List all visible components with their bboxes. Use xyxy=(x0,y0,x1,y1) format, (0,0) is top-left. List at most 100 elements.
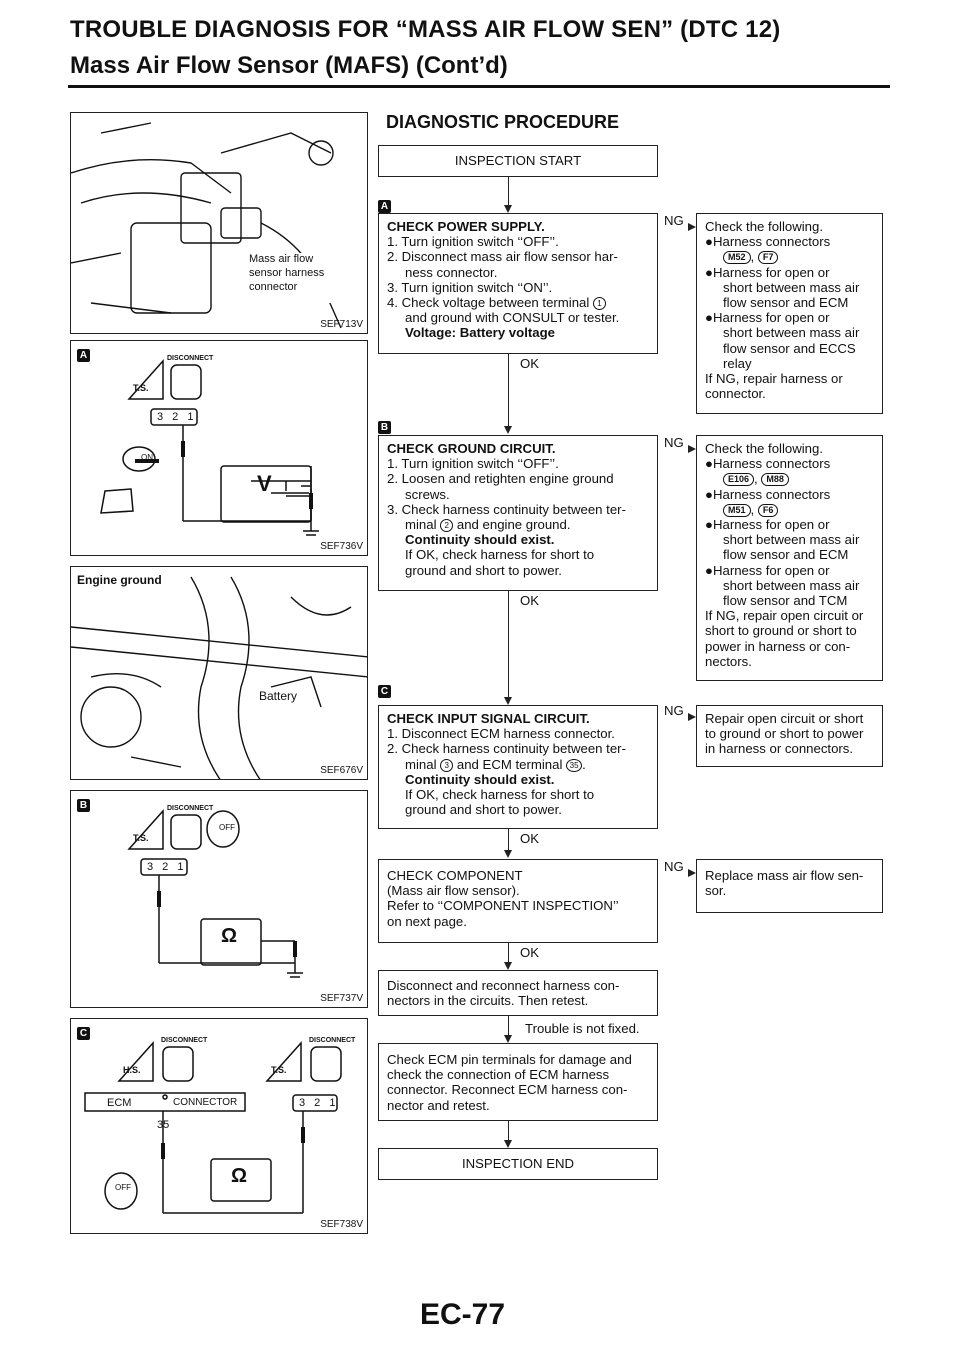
ok-label: OK xyxy=(520,356,540,371)
step-line: minal 3 and ECM terminal 35. xyxy=(405,756,586,772)
connector-line xyxy=(508,943,509,963)
ng-line: short between mass air xyxy=(723,532,860,548)
ng-line: short between mass air xyxy=(723,577,860,593)
pin-label: 3 2 1 xyxy=(299,1097,339,1109)
spec-continuity: Continuity should exist. xyxy=(405,771,555,787)
ng-label: NG xyxy=(664,435,684,450)
engine-ground-drawing xyxy=(71,576,367,779)
reconnect-retest-box: Disconnect and reconnect harness con- ne… xyxy=(378,970,658,1016)
step-line: If OK, check harness for short to xyxy=(405,547,595,563)
ts-label: T.S. xyxy=(133,383,149,393)
step-title: CHECK GROUND CIRCUIT. xyxy=(387,441,556,456)
ts-label: T.S. xyxy=(271,1065,287,1075)
step-line: ground and short to power. xyxy=(405,802,562,818)
marker-a: A xyxy=(77,349,90,362)
check-ground-circuit-box: CHECK GROUND CIRCUIT. 1. Turn ignition s… xyxy=(378,435,658,591)
ng-line: Replace mass air flow sen- xyxy=(705,868,864,883)
figure-label: SEF713V xyxy=(320,319,363,330)
ok-label: OK xyxy=(520,831,540,846)
figure-sef738v: C H.S. T.S. DISCONNECT DISCONNECT ECM CO… xyxy=(70,1018,368,1234)
down-arrow xyxy=(504,962,512,970)
down-arrow xyxy=(504,850,512,858)
marker-b: B xyxy=(77,799,90,812)
down-arrow xyxy=(504,1140,512,1148)
figure-sef737v: B T.S. DISCONNECT OFF 3 2 1 Ω SEF737V xyxy=(70,790,368,1008)
ng-line: ●Harness connectors xyxy=(705,486,831,502)
ok-label: OK xyxy=(520,593,540,608)
header-rule xyxy=(68,85,890,88)
step-line: 1. Disconnect ECM harness connector. xyxy=(387,726,615,742)
check-component-box: CHECK COMPONENT (Mass air flow sensor). … xyxy=(378,859,658,943)
ng-line: short between mass air xyxy=(723,279,860,295)
down-arrow xyxy=(504,697,512,705)
hs-label: H.S. xyxy=(123,1065,141,1075)
terminal-2: 2 xyxy=(440,519,454,533)
figure-label: SEF736V xyxy=(320,541,363,552)
ng-line: sor. xyxy=(705,883,727,899)
disconnect-label: DISCONNECT xyxy=(167,355,214,362)
connector-chip: F6 xyxy=(757,503,779,517)
disconnect-label: DISCONNECT xyxy=(167,805,214,812)
step-line: and ground with CONSULT or tester. xyxy=(405,310,620,326)
ng-line: connector. xyxy=(705,386,766,402)
ng-line: flow sensor and ECM xyxy=(723,547,849,563)
engine-ground-label: Engine ground xyxy=(77,573,162,587)
connector-chip: M51 xyxy=(723,503,751,517)
on-label: ON xyxy=(141,453,153,462)
figure-label: SEF737V xyxy=(320,993,363,1004)
ng-line: in harness or connectors. xyxy=(705,741,854,757)
step-line: ground and short to power. xyxy=(405,562,562,578)
ng-arrow xyxy=(688,223,696,231)
step-line: Disconnect and reconnect harness con- xyxy=(387,978,620,993)
check-power-supply-box: CHECK POWER SUPPLY. 1. Turn ignition swi… xyxy=(378,213,658,354)
ng-check-box-1: Check the following. ●Harness connectors… xyxy=(696,213,883,414)
header-title: TROUBLE DIAGNOSIS FOR “MASS AIR FLOW SEN… xyxy=(70,16,781,43)
step-marker-c: C xyxy=(378,685,391,698)
step-line: nectors in the circuits. Then retest. xyxy=(387,993,589,1009)
step-line: connector. Reconnect ECM harness con- xyxy=(387,1082,628,1098)
step-line: Check ECM pin terminals for damage and xyxy=(387,1052,632,1067)
step-line: nector and retest. xyxy=(387,1097,490,1113)
battery-label: Battery xyxy=(259,689,298,703)
connector-line xyxy=(508,354,509,428)
step-line: ness connector. xyxy=(405,264,498,280)
ts-label: T.S. xyxy=(133,833,149,843)
terminal-1: 1 xyxy=(593,297,606,311)
step-line: on next page. xyxy=(387,913,467,929)
page-number: EC-77 xyxy=(420,1298,506,1331)
ng-arrow xyxy=(688,869,696,877)
step-title: CHECK INPUT SIGNAL CIRCUIT. xyxy=(387,711,590,726)
ohmmeter-label: Ω xyxy=(221,925,238,947)
voltage-test-diagram xyxy=(100,359,319,536)
ng-line: E106, M88 xyxy=(705,471,874,487)
ng-line: If NG, repair harness or xyxy=(705,371,843,387)
ng-line: short to ground or short to xyxy=(705,623,857,639)
pin-label: 3 2 1 xyxy=(157,411,197,423)
ng-line: ●Harness connectors xyxy=(705,456,831,472)
connector-line xyxy=(508,1121,509,1141)
step-line: 1. Turn ignition switch ‘‘OFF’’. xyxy=(387,456,559,472)
figure-sef736v: A T.S. DISC xyxy=(70,340,368,556)
step-line: 1. Turn ignition switch ‘‘OFF’’. xyxy=(387,234,559,250)
step-line: Refer to ‘‘COMPONENT INSPECTION’’ xyxy=(387,898,619,914)
off-label: OFF xyxy=(115,1183,131,1192)
ng-repair-box: Repair open circuit or short to ground o… xyxy=(696,705,883,767)
continuity-test-diagram xyxy=(127,809,303,978)
connector-chip: M52 xyxy=(723,251,751,265)
step-line: If OK, check harness for short to xyxy=(405,787,595,803)
connector-label: CONNECTOR xyxy=(173,1097,238,1108)
ng-line: ●Harness for open or xyxy=(705,517,830,533)
ng-arrow xyxy=(688,713,696,721)
pin-label: 3 2 1 xyxy=(147,861,187,873)
ng-line: ●Harness connectors xyxy=(705,234,831,250)
step-line: minal 2 and engine ground. xyxy=(405,517,571,533)
ng-line: M51, F6 xyxy=(705,502,874,517)
terminal-3: 3 xyxy=(440,758,454,772)
ng-line: relay xyxy=(723,355,752,371)
figure-label: SEF676V xyxy=(320,765,363,776)
ng-line: short between mass air xyxy=(723,325,860,341)
ng-line: ●Harness for open or xyxy=(705,264,830,280)
connector-chip: E106 xyxy=(723,473,755,487)
ng-line: to ground or short to power xyxy=(705,726,864,742)
